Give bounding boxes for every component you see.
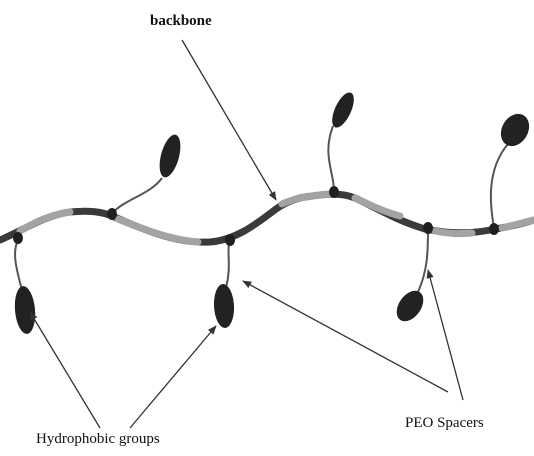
peo-spacer-1	[15, 240, 22, 290]
peo-spacer-2	[112, 178, 162, 214]
junction-node	[13, 232, 23, 244]
peo-spacer-3	[226, 240, 230, 288]
junction-node	[329, 186, 339, 198]
junction-node	[225, 234, 235, 246]
peo-spacers-label: PEO Spacers	[405, 415, 484, 432]
hydrophobic-group-1	[13, 285, 37, 335]
hydrophobic-group-6	[495, 109, 534, 151]
hydrophobic-group-2	[156, 132, 185, 179]
backbone-light-segment-3	[282, 194, 330, 204]
backbone-arrow	[182, 40, 276, 200]
peo-spacer-6	[491, 144, 508, 228]
backbone-light-segment-5	[435, 231, 472, 234]
junction-node	[107, 208, 117, 220]
backbone-light-segment-1	[20, 212, 70, 231]
hydrophobic-groups-label: Hydrophobic groups	[36, 431, 160, 448]
peo-spacer-4	[328, 126, 334, 191]
hydrophobic-group-4	[328, 89, 359, 130]
backbone-light-segment-2	[118, 219, 198, 242]
backbone-light-segment-6	[502, 220, 534, 228]
hydrophobic-group-3	[213, 284, 235, 329]
junction-node	[489, 223, 499, 235]
hydrophobic-group-5	[391, 286, 429, 326]
peo-spacers-arrow-right	[428, 270, 463, 400]
backbone-light-segment-4	[355, 198, 400, 216]
peo-spacer-5	[418, 228, 428, 292]
backbone-label: backbone	[150, 13, 212, 30]
junction-node	[423, 222, 433, 234]
hydrophobic-groups-arrow-left	[30, 312, 100, 428]
hydrophobic-groups-arrow-right	[130, 326, 216, 428]
